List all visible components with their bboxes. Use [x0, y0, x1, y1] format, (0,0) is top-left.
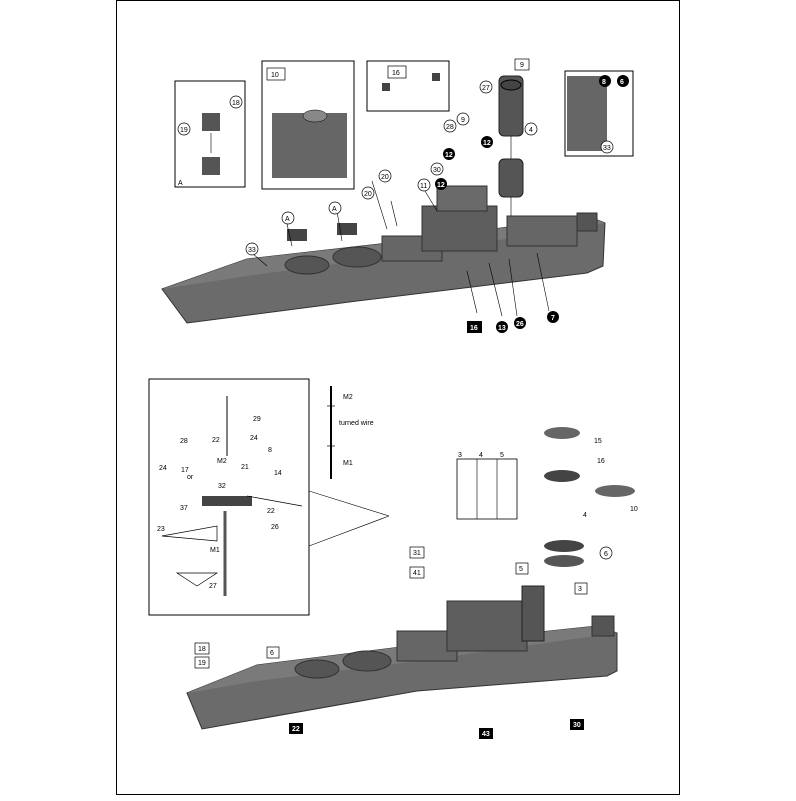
mast-part-26: 26 [271, 524, 279, 531]
upper-bottom-callouts: 16 13 26 7 [467, 311, 559, 333]
mast-inset: 29 24 22 8 28 17 24 21 14 32 37 22 26 23… [148, 378, 390, 616]
callout-20-b: 20 [364, 191, 372, 198]
wire-label-m1: M1 [343, 460, 353, 467]
mast-part-24-b: 24 [159, 465, 167, 472]
mast-part-23: 23 [157, 526, 165, 533]
lower-callout-41: 41 [413, 570, 421, 577]
callout-28: 28 [446, 124, 454, 131]
callout-12-c: 12 [437, 182, 445, 189]
inset-tr-part-6: 6 [620, 79, 624, 86]
boats-group: 16 15 10 [544, 427, 638, 513]
mast-part-22-b: 22 [267, 508, 275, 515]
mast-part-24-a: 24 [250, 435, 258, 442]
inset-a-part-19: 19 [180, 127, 188, 134]
callout-12-b: 12 [445, 152, 453, 159]
wire-label-turned: turned wire [339, 420, 374, 427]
lower-ship-assembly [186, 540, 618, 730]
boat-part-15: 15 [594, 438, 602, 445]
lower-callouts: 31 41 5 3 6 18 19 6 22 43 30 [194, 546, 613, 739]
raft-part-4-b: 4 [583, 512, 587, 519]
mast-part-28: 28 [180, 438, 188, 445]
boat-part-10: 10 [630, 506, 638, 513]
inset-16: 16 [366, 60, 450, 112]
inset-10-label: 10 [271, 72, 279, 79]
callout-33: 33 [248, 247, 256, 254]
lower-callout-18: 18 [198, 646, 206, 653]
mast-part-29: 29 [253, 416, 261, 423]
raft-part-5: 5 [500, 452, 504, 459]
lower-callout-3: 3 [578, 586, 582, 593]
bottom-callout-16: 16 [470, 325, 478, 332]
lower-callout-30: 30 [573, 722, 581, 729]
callout-a-2: A [332, 206, 337, 213]
mast-part-32: 32 [218, 483, 226, 490]
boat-part-16: 16 [597, 458, 605, 465]
callout-12-a: 12 [483, 140, 491, 147]
raft-part-3: 3 [458, 452, 462, 459]
bottom-callout-26: 26 [516, 321, 524, 328]
mast-part-m1: M1 [210, 547, 220, 554]
callout-11: 11 [420, 183, 427, 190]
inset-a-part-18: 18 [232, 100, 240, 107]
mast-part-m2: M2 [217, 458, 227, 465]
mast-part-14: 14 [274, 470, 282, 477]
lower-callout-5: 5 [519, 566, 523, 573]
inset-a-letter: A [178, 180, 183, 187]
lower-callout-6-b: 6 [270, 650, 274, 657]
lower-callout-31: 31 [413, 550, 421, 557]
callout-30: 30 [433, 167, 441, 174]
inset-tr-part-8: 8 [602, 79, 606, 86]
callout-9-b: 9 [520, 62, 524, 69]
assembly-diagram: A 18 19 10 16 8 6 33 A A [148, 58, 638, 739]
mast-part-21: 21 [241, 464, 249, 471]
or-text: or [187, 474, 194, 481]
inset-ladder-10: 10 [261, 60, 355, 190]
raft-part-4-a: 4 [479, 452, 483, 459]
inset-a: A 18 19 [174, 80, 246, 188]
callout-9-a: 9 [461, 117, 465, 124]
callout-27: 27 [482, 85, 490, 92]
rafts-group: 3 4 5 4 [456, 452, 587, 520]
instruction-sheet: A 18 19 10 16 8 6 33 A A [116, 0, 680, 795]
upper-ship-assembly [161, 75, 606, 324]
turned-wire-scale: M2 turned wire M1 [327, 386, 374, 479]
inset-top-right: 8 6 33 [564, 70, 634, 157]
upper-callouts: A A 33 20 20 11 30 28 9 12 12 12 27 9 4 [245, 58, 538, 256]
mast-part-8: 8 [268, 447, 272, 454]
lower-callout-22: 22 [292, 726, 300, 733]
mast-part-17: 17 [181, 467, 189, 474]
inset-16-label: 16 [392, 70, 400, 77]
callout-a-1: A [285, 216, 290, 223]
wire-label-m2: M2 [343, 394, 353, 401]
lower-callout-19: 19 [198, 660, 206, 667]
mast-part-27: 27 [209, 583, 217, 590]
bottom-callout-7: 7 [551, 315, 555, 322]
callout-20-a: 20 [381, 174, 389, 181]
mast-part-37: 37 [180, 505, 188, 512]
lower-callout-43: 43 [482, 731, 490, 738]
inset-tr-part-33: 33 [603, 145, 611, 152]
lower-callout-6-a: 6 [604, 551, 608, 558]
bottom-callout-13: 13 [498, 325, 506, 332]
mast-part-22-a: 22 [212, 437, 220, 444]
callout-4: 4 [529, 127, 533, 134]
